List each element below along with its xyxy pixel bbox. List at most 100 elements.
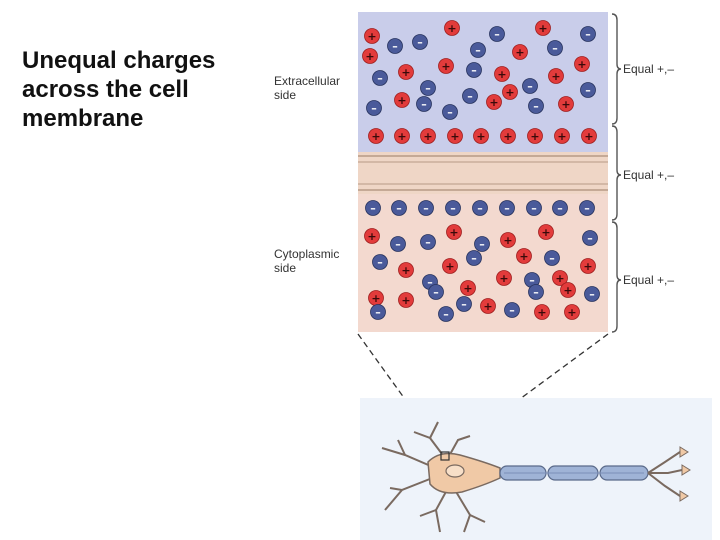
positive-ion-icon (516, 248, 532, 264)
positive-ion-icon (442, 258, 458, 274)
positive-sign: + (567, 306, 576, 319)
negative-ion-icon (489, 26, 505, 42)
positive-ion-icon (420, 128, 436, 144)
positive-sign: + (505, 86, 514, 99)
negative-ion-icon (466, 62, 482, 78)
negative-sign: – (475, 44, 481, 57)
negative-ion-icon (552, 200, 568, 216)
positive-ion-icon (538, 224, 554, 240)
negative-sign: – (423, 202, 429, 215)
positive-sign: + (499, 272, 508, 285)
positive-ion-icon (496, 270, 512, 286)
positive-sign: + (371, 292, 380, 305)
slide-title: Unequal charges across the cell membrane (22, 47, 216, 132)
negative-sign: – (461, 298, 467, 311)
positive-ion-icon (502, 84, 518, 100)
negative-sign: – (504, 202, 510, 215)
negative-ion-icon (528, 98, 544, 114)
positive-ion-icon (494, 66, 510, 82)
positive-sign: + (483, 300, 492, 313)
positive-sign: + (476, 130, 485, 143)
negative-sign: – (433, 286, 439, 299)
positive-ion-icon (460, 280, 476, 296)
positive-ion-icon (558, 96, 574, 112)
positive-ion-icon (564, 304, 580, 320)
ion-layer: +––+––++––+–+–+–+–++–+–+–+–+––+++++++++–… (362, 20, 600, 322)
positive-sign: + (367, 230, 376, 243)
positive-sign: + (450, 130, 459, 143)
negative-sign: – (467, 90, 473, 103)
negative-sign: – (443, 308, 449, 321)
positive-ion-icon (552, 270, 568, 286)
positive-ion-icon (446, 224, 462, 240)
positive-sign: + (555, 272, 564, 285)
negative-ion-icon (416, 96, 432, 112)
negative-sign: – (377, 256, 383, 269)
positive-sign: + (401, 264, 410, 277)
negative-ion-icon (391, 200, 407, 216)
negative-sign: – (417, 36, 423, 49)
negative-ion-icon (470, 42, 486, 58)
negative-ion-icon (456, 296, 472, 312)
negative-sign: – (549, 252, 555, 265)
negative-sign: – (529, 274, 535, 287)
negative-sign: – (427, 276, 433, 289)
negative-ion-icon (366, 100, 382, 116)
negative-ion-icon (522, 78, 538, 94)
negative-ion-icon (584, 286, 600, 302)
negative-ion-icon (462, 88, 478, 104)
negative-ion-icon (504, 302, 520, 318)
positive-ion-icon (486, 94, 502, 110)
positive-ion-icon (560, 282, 576, 298)
negative-sign: – (589, 288, 595, 301)
equal-charges-label-middle: Equal +,– (623, 168, 675, 182)
positive-ion-icon (394, 128, 410, 144)
membrane-region (358, 152, 608, 194)
positive-sign: + (397, 94, 406, 107)
negative-sign: – (509, 304, 515, 317)
negative-sign: – (471, 64, 477, 77)
negative-sign: – (447, 106, 453, 119)
negative-ion-icon (526, 200, 542, 216)
neuron-icon (360, 398, 712, 540)
positive-ion-icon (398, 64, 414, 80)
positive-sign: + (530, 130, 539, 143)
positive-sign: + (365, 50, 374, 63)
negative-sign: – (471, 252, 477, 265)
negative-sign: – (370, 202, 376, 215)
equal-charges-label-top: Equal +,– (623, 62, 675, 76)
negative-sign: – (585, 28, 591, 41)
negative-ion-icon (438, 306, 454, 322)
bracket-top (611, 13, 622, 125)
bracket-bottom (611, 221, 622, 333)
extracellular-side-label: Extracellular side (274, 74, 340, 102)
positive-sign: + (497, 68, 506, 81)
positive-sign: + (584, 130, 593, 143)
negative-sign: – (533, 286, 539, 299)
positive-sign: + (447, 22, 456, 35)
positive-ion-icon (580, 258, 596, 274)
positive-ion-icon (500, 232, 516, 248)
positive-ion-icon (480, 298, 496, 314)
zoom-box-marker (440, 451, 450, 461)
negative-ion-icon (466, 250, 482, 266)
negative-sign: – (392, 40, 398, 53)
negative-ion-icon (442, 104, 458, 120)
negative-ion-icon (387, 38, 403, 54)
negative-ion-icon (412, 34, 428, 50)
negative-ion-icon (428, 284, 444, 300)
negative-sign: – (396, 202, 402, 215)
negative-ion-icon (580, 26, 596, 42)
positive-sign: + (371, 130, 380, 143)
positive-sign: + (423, 130, 432, 143)
positive-ion-icon (438, 58, 454, 74)
positive-sign: + (503, 234, 512, 247)
extracellular-label-line-2: side (274, 88, 297, 102)
negative-sign: – (494, 28, 500, 41)
positive-sign: + (563, 284, 572, 297)
negative-sign: – (557, 202, 563, 215)
cytoplasmic-side-label: Cytoplasmic side (274, 247, 339, 275)
cytoplasmic-label-line-2: side (274, 261, 297, 275)
positive-ion-icon (444, 20, 460, 36)
negative-ion-icon (420, 234, 436, 250)
